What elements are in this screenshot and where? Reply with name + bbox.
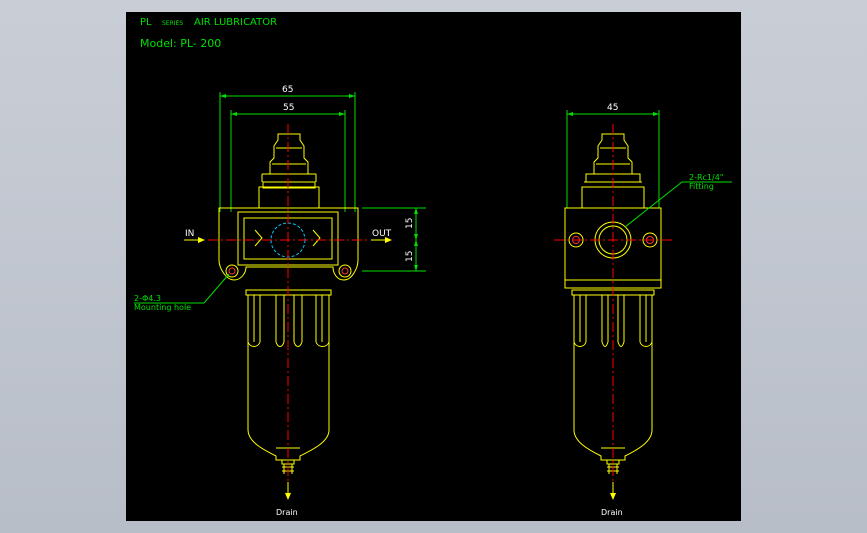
title-series: SERIES <box>162 20 183 27</box>
mounting-hole-text: Mounting hole <box>134 303 191 312</box>
dim-inner-width: 55 <box>283 103 294 113</box>
technical-drawing: PL SERIES AIR LUBRICATOR Model: PL- 200 <box>134 17 732 517</box>
drawing-canvas: PL SERIES AIR LUBRICATOR Model: PL- 200 <box>126 12 741 521</box>
inlet-label: IN <box>185 229 194 239</box>
mounting-hole-spec: 2-Φ4.3 <box>134 294 161 303</box>
title-prefix: PL <box>140 17 152 28</box>
outlet-label: OUT <box>372 229 392 239</box>
side-view <box>554 110 732 500</box>
dim-port-lower: 15 <box>405 251 415 262</box>
dim-side-width: 45 <box>607 103 618 113</box>
front-view <box>134 92 426 500</box>
title-name: AIR LUBRICATOR <box>194 17 277 28</box>
drain-label-front: Drain <box>276 508 298 517</box>
drain-label-side: Drain <box>601 508 623 517</box>
model-label: Model: PL- 200 <box>140 37 221 50</box>
fitting-text: Fitting <box>689 182 714 191</box>
dim-port-upper: 15 <box>405 218 415 229</box>
fitting-spec: 2-Rc1/4" <box>689 173 724 182</box>
dim-overall-width: 65 <box>282 85 293 95</box>
